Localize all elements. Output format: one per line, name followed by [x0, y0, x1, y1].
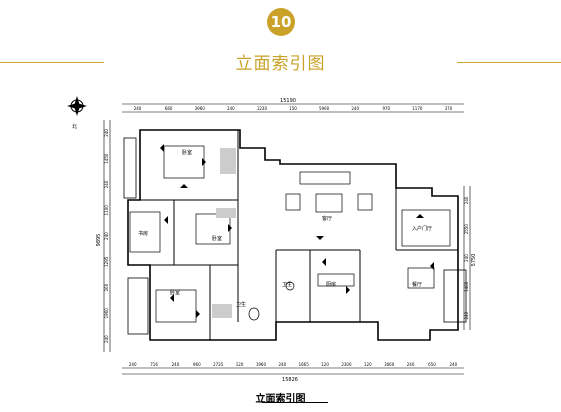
dimension-label: 960 [193, 362, 201, 367]
dimension-label: 2735 [213, 362, 224, 367]
page-title: 立面索引图 [235, 54, 326, 74]
top-dimensions: 240 660 3960 240 1230 150 5960 240 970 1170 370 [134, 106, 453, 111]
dimension-label: 240 [227, 106, 235, 111]
balconies [123, 137, 467, 335]
dimension-label: 2550 [464, 224, 469, 235]
room-label-bedroom-2: 卧室 [212, 235, 222, 242]
caption-underline [262, 402, 328, 403]
bottom-total-dimension: 15826 [282, 377, 298, 383]
room-label-bath-2: 卫生 [236, 301, 246, 308]
dimension-label: 240 [278, 362, 286, 367]
room-label-bath-1: 卫生 [282, 281, 292, 288]
page-number-badge: 10 [267, 8, 295, 36]
dimension-label: 1230 [257, 106, 268, 111]
compass-label: 北 [72, 123, 77, 130]
dimension-label: 1170 [412, 106, 423, 111]
dimension-label: 5960 [319, 106, 330, 111]
room-label-bedroom-3: 卧室 [170, 289, 180, 296]
hatching [212, 148, 236, 318]
furniture [129, 145, 451, 323]
dimension-label: 240 [104, 129, 109, 137]
dimension-label: 1100 [104, 205, 109, 216]
right-total-dimension: 5750 [471, 254, 477, 267]
room-label-kitchen: 厨房 [326, 281, 336, 288]
elevation-index-markers [160, 144, 434, 318]
dimension-label: 1295 [104, 256, 109, 267]
dimension-label: 240 [464, 254, 469, 262]
dimension-label: 3960 [195, 106, 206, 111]
left-dimensions: 240 1450 240 1100 240 1295 260 1960 240 [104, 129, 109, 343]
top-total-dimension: 15190 [280, 98, 296, 104]
room-label-entrance: 入户门厅 [412, 225, 432, 232]
exterior-walls [127, 129, 459, 341]
dimension-label: 240 [449, 362, 457, 367]
dimension-label: 240 [104, 232, 109, 240]
title-rule-left [0, 62, 104, 63]
plan-caption: 立面索引图 [255, 394, 306, 405]
dimension-label: 240 [129, 362, 137, 367]
room-label-dining: 餐厅 [412, 281, 422, 288]
room-label-living: 客厅 [322, 215, 332, 222]
room-label-study: 书房 [138, 230, 148, 237]
dimension-label: 120 [364, 362, 372, 367]
dimension-label: 1450 [104, 153, 109, 164]
dimension-label: 240 [464, 311, 469, 319]
dimension-label: 970 [382, 106, 390, 111]
dimension-label: 716 [150, 362, 158, 367]
dimension-label: 240 [351, 106, 359, 111]
right-dimensions: 240 2550 240 1460 240 [464, 196, 469, 319]
dimension-label: 240 [407, 362, 415, 367]
dimension-label: 150 [289, 106, 297, 111]
dimension-label: 1665 [299, 362, 310, 367]
left-total-dimension: 9895 [96, 234, 102, 247]
dimension-label: 120 [236, 362, 244, 367]
dimension-label: 240 [464, 196, 469, 204]
dimension-label: 1960 [104, 308, 109, 319]
dimension-label: 120 [321, 362, 329, 367]
dimension-label: 1460 [464, 281, 469, 292]
dimension-label: 260 [104, 283, 109, 291]
dimension-label: 370 [445, 106, 453, 111]
dimension-label: 240 [134, 106, 142, 111]
dimension-label: 1960 [256, 362, 267, 367]
dimension-label: 240 [104, 335, 109, 343]
bottom-dimensions: 240 716 240 960 2735 120 1960 240 1665 120 2300 120… [129, 362, 458, 367]
room-label-bedroom-1: 卧室 [182, 149, 192, 156]
compass-icon [67, 96, 87, 116]
dimension-label: 650 [428, 362, 436, 367]
dimension-label: 2300 [341, 362, 352, 367]
dimension-label: 3060 [384, 362, 395, 367]
interior-walls [128, 130, 458, 340]
dimension-label: 660 [165, 106, 173, 111]
dimension-label: 240 [104, 180, 109, 188]
dimension-label: 240 [172, 362, 180, 367]
title-rule-right [457, 62, 561, 63]
